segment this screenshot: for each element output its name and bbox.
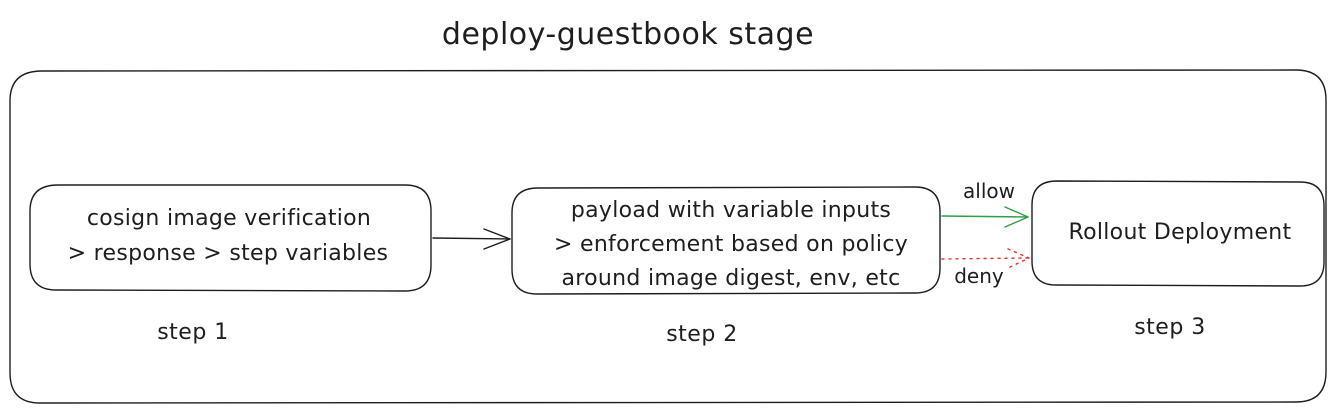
step-3-text-line-1: Rollout Deployment <box>1069 220 1292 245</box>
step-1-node: cosign image verification > response > s… <box>29 184 432 292</box>
step-2-text-line-1: payload with variable inputs <box>571 198 891 223</box>
step-3-box <box>1031 180 1325 287</box>
step-1-box <box>29 184 432 292</box>
step-2-node: payload with variable inputs > enforceme… <box>511 186 941 295</box>
allow-arrow <box>941 206 1029 228</box>
diagram-title: deploy-guestbook stage <box>442 17 814 52</box>
step-3-node: Rollout Deployment <box>1031 180 1325 287</box>
step-1-text-line-2: > response > step variables <box>68 241 389 266</box>
step-2-box <box>511 186 941 295</box>
step-1-label: step 1 <box>157 320 229 345</box>
step-2-label: step 2 <box>666 322 738 347</box>
step-2-text-line-3: around image digest, env, etc <box>562 266 901 291</box>
allow-label: allow <box>963 179 1015 203</box>
flow-arrow-step1-to-step2 <box>432 228 511 250</box>
step-1-text-line-1: cosign image verification <box>87 206 371 231</box>
stage-container <box>9 69 1327 404</box>
deny-label: deny <box>954 264 1004 288</box>
step-2-text-line-2: > enforcement based on policy <box>554 232 908 257</box>
deny-arrow <box>941 248 1030 269</box>
step-3-label: step 3 <box>1134 315 1206 340</box>
